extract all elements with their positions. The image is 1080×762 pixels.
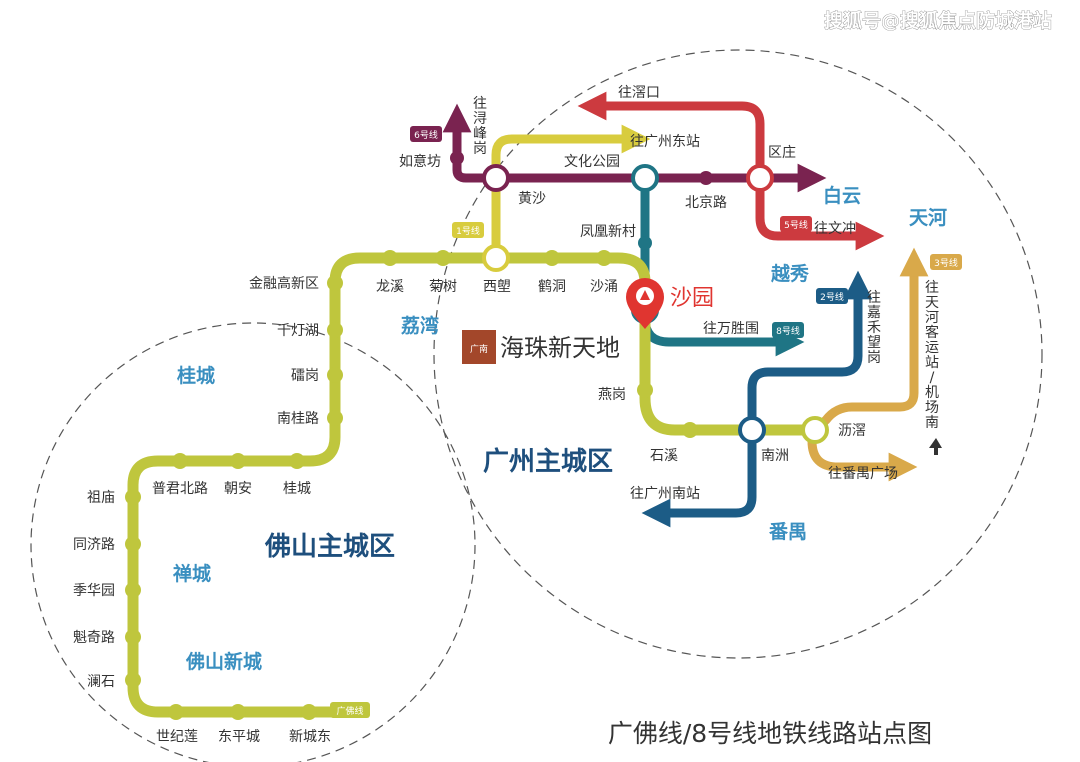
direction-guangzhou-east: 往广州东站 (630, 134, 700, 150)
district-baiyun: 白云 (823, 184, 861, 207)
direction-xikou: 往滘口 (618, 85, 660, 101)
guangzhou-region-circle (433, 49, 1043, 659)
station-kuiqilu: 魁奇路 (73, 629, 115, 646)
station-wenhuagongyuan: 文化公园 (564, 154, 620, 170)
plane-icon (929, 438, 942, 455)
watermark: 搜狐号@搜狐焦点防城港站 (824, 9, 1052, 32)
station-beijinglu: 北京路 (685, 195, 727, 211)
guangfo-station-dots (125, 250, 698, 720)
direction-wanshengwei: 往万胜围 (703, 321, 759, 337)
direction-wenchong: 往文冲 (814, 221, 856, 237)
station-xinchengdong: 新城东 (289, 729, 331, 745)
map-title: 广佛线/8号线地铁线路站点图 (608, 719, 932, 748)
direction-jiahewanggang: 往嘉禾望岗 (867, 290, 881, 366)
logo-seal: 广南 (470, 343, 488, 355)
district-panyu: 番禺 (768, 521, 807, 543)
badge-line3 (930, 254, 962, 270)
direction-xunfenggang: 往浔峰岗 (473, 96, 487, 157)
badge-line2 (816, 288, 848, 304)
svg-text:广佛线: 广佛线 (336, 705, 363, 717)
station-shixi: 石溪 (650, 448, 678, 464)
guangfo-line-route (127, 252, 821, 718)
station-guicheng: 桂城 (283, 481, 311, 497)
svg-text:6号线: 6号线 (414, 129, 438, 141)
station-leigang: 礌岗 (291, 368, 319, 384)
district-chancheng: 禅城 (172, 562, 211, 585)
station-hedong: 鹤洞 (538, 279, 566, 295)
station-zumiao: 祖庙 (87, 490, 115, 506)
direction-labels: 往浔峰岗 往广州东站 往滘口 往文冲 往万胜围 往嘉禾望岗 往天河客运站/机场南… (473, 85, 939, 502)
haizhu-xintiandi-logo: 广南 海珠新天地 (462, 330, 620, 364)
station-ouzhuang: 区庄 (768, 144, 796, 161)
line6-route (442, 103, 827, 193)
badge-line8 (772, 322, 804, 338)
station-jushu: 菊树 (429, 279, 457, 295)
station-qiandenghu: 千灯湖 (277, 323, 319, 339)
district-guicheng: 桂城 (176, 364, 215, 387)
station-nanguilu: 南桂路 (277, 411, 319, 427)
station-xilang: 西塱 (483, 279, 511, 295)
direction-guangzhou-south: 往广州南站 (630, 486, 700, 502)
district-yuexiu: 越秀 (770, 262, 810, 285)
station-dongpingcheng: 东平城 (218, 729, 260, 745)
svg-text:5号线: 5号线 (784, 219, 808, 231)
station-ruyifang: 如意坊 (399, 153, 441, 170)
badge-line6 (410, 126, 442, 142)
line-badges: 广佛线 1号线 6号线 5号线 8号线 2号线 3号线 (330, 126, 962, 718)
station-lanshi: 澜石 (87, 674, 115, 690)
station-jihuayuan: 季华园 (73, 583, 115, 599)
district-guangzhou-main: 广州主城区 (483, 447, 613, 477)
district-foshan-main: 佛山主城区 (264, 532, 395, 562)
station-jinronggaoxinqu: 金融高新区 (249, 275, 319, 292)
svg-text:8号线: 8号线 (776, 325, 800, 337)
district-foshan-new-town: 佛山新城 (185, 650, 262, 673)
line2-route (641, 270, 873, 528)
station-shayuan: 沙园 (670, 286, 714, 311)
station-dot-ruyifang (450, 151, 464, 165)
station-dot-beijinglu (699, 171, 713, 185)
station-dot-fenghuangxincun (638, 236, 652, 250)
station-fenghuangxincun: 凤凰新村 (580, 224, 636, 240)
station-chaoan: 朝安 (224, 481, 252, 497)
svg-text:2号线: 2号线 (820, 291, 844, 303)
station-shayong: 沙涌 (590, 279, 618, 295)
station-tongjilu: 同济路 (73, 537, 115, 553)
shayuan-location-marker (626, 278, 664, 329)
badge-line1 (452, 222, 484, 238)
station-pujunbeilu: 普君北路 (152, 481, 208, 497)
direction-tianhe-airport: 往天河客运站/机场南 (925, 280, 939, 431)
station-yangang: 燕岗 (598, 387, 626, 403)
station-shijilian: 世纪莲 (156, 729, 198, 745)
station-labels: 新城东 东平城 世纪莲 澜石 魁奇路 季华园 同济路 祖庙 普君北路 朝安 桂城… (73, 144, 866, 745)
station-nanzhou: 南洲 (761, 448, 789, 464)
svg-text:3号线: 3号线 (934, 257, 958, 269)
station-huangsha: 黄沙 (518, 190, 546, 207)
station-ligao: 沥滘 (838, 423, 866, 439)
svg-text:1号线: 1号线 (456, 225, 480, 237)
district-tianhe: 天河 (909, 207, 947, 229)
district-liwan: 荔湾 (401, 314, 439, 337)
direction-panyu-square: 往番禺广场 (828, 466, 898, 482)
badge-line5 (780, 216, 812, 232)
station-longxi: 龙溪 (376, 279, 404, 295)
landmark-name: 海珠新天地 (500, 334, 620, 362)
foshan-region-circle (30, 322, 476, 762)
badge-guangfo (330, 702, 370, 718)
